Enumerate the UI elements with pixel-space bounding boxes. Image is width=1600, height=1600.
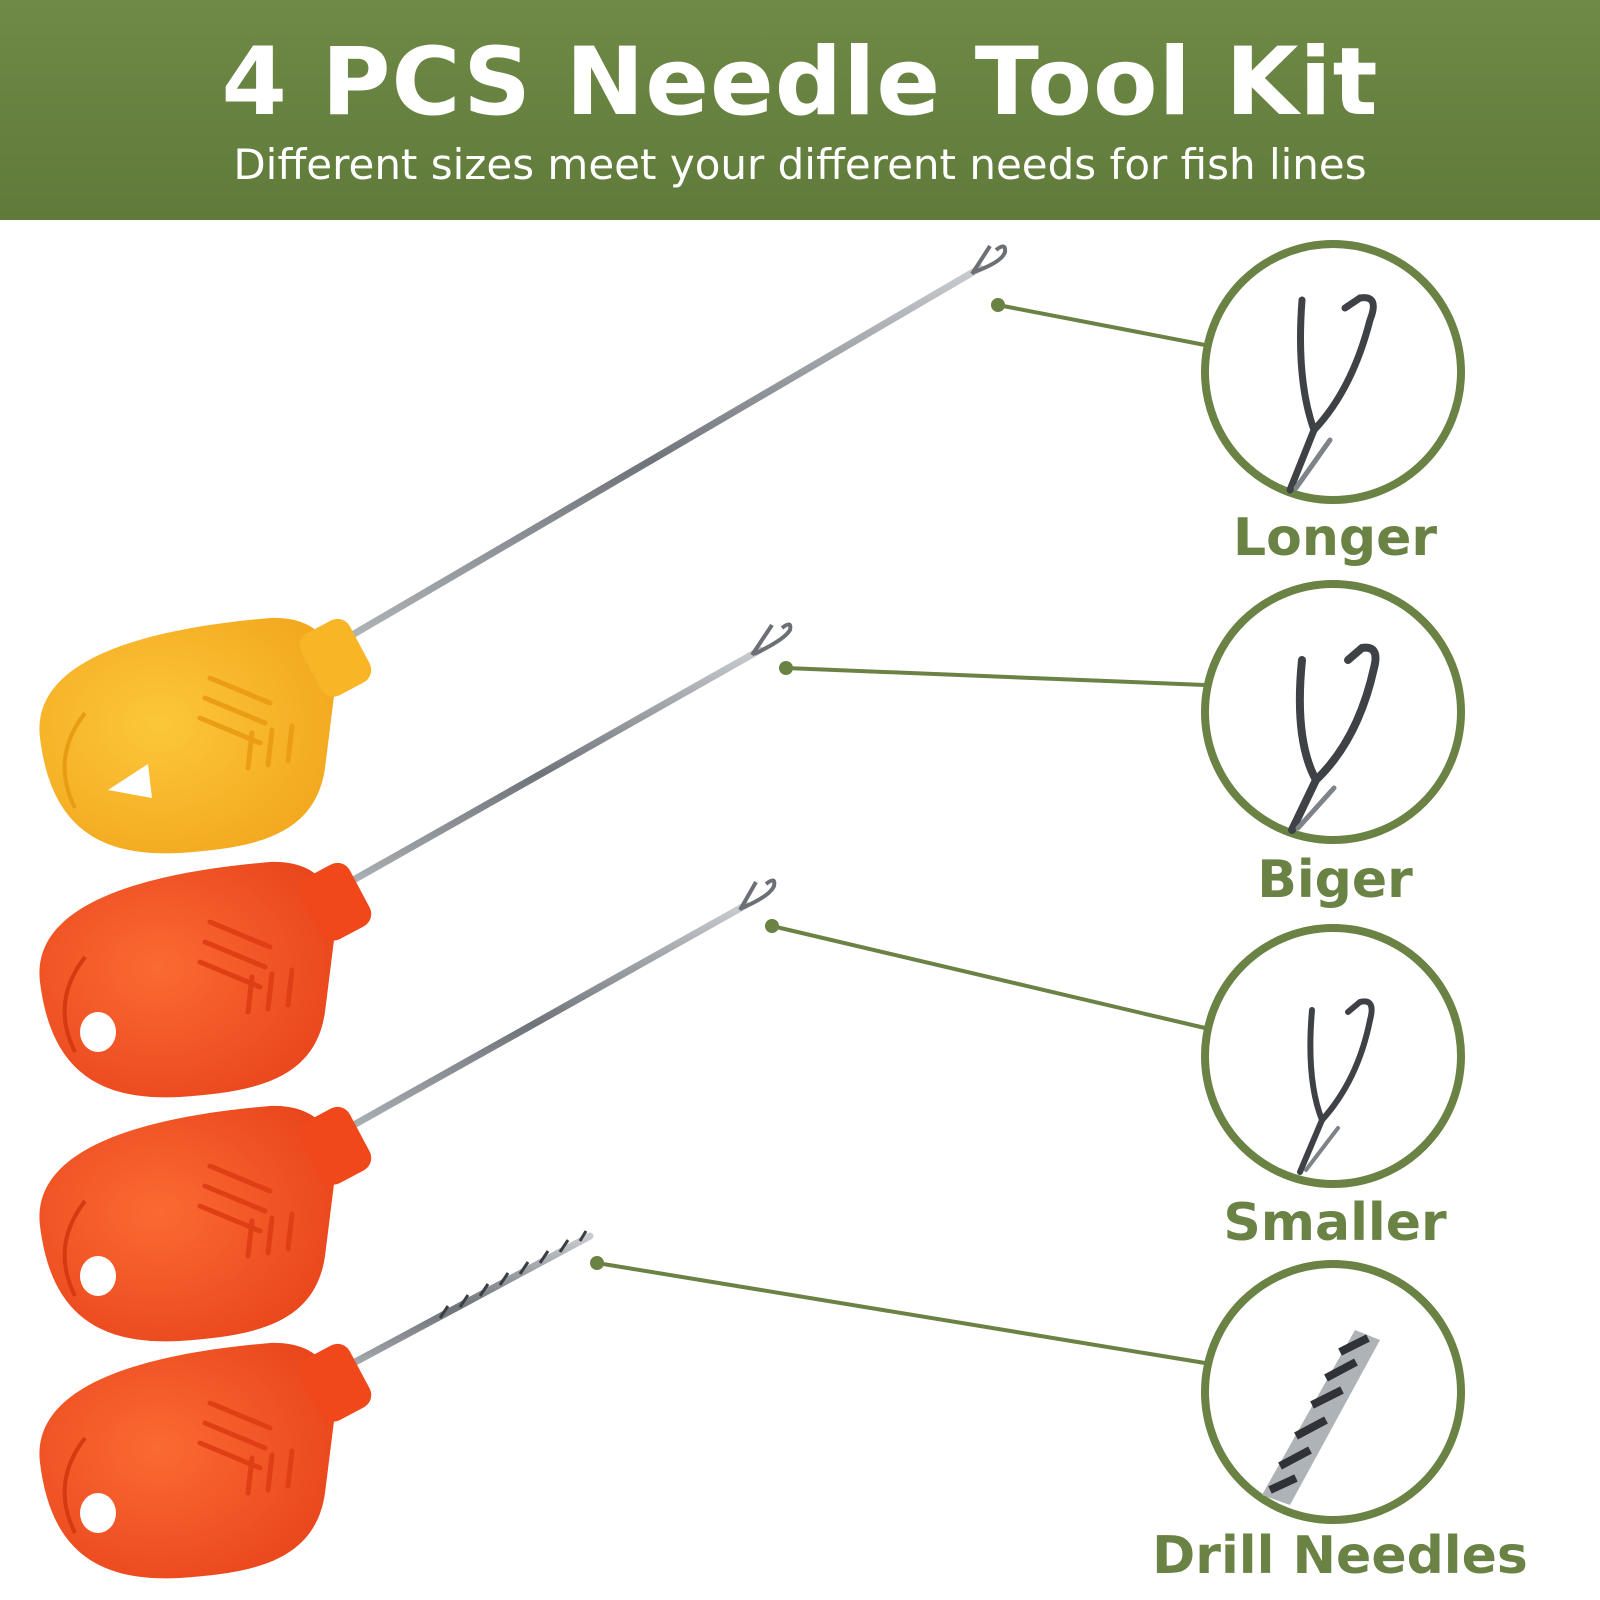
connector-line-smaller [771,924,1206,1030]
hook-needle-icon [1286,294,1377,494]
needle-tool-longer [39,244,1008,854]
connector-dot-smaller [765,919,779,933]
connector-line-longer [997,303,1206,347]
zoom-circle-smaller [1201,924,1465,1188]
label-longer: Longer [1232,508,1437,568]
hook-needle-icon [1297,998,1375,1175]
orange-handle-3 [39,1342,372,1579]
orange-handle-1 [39,861,372,1098]
zoom-circle-drill [1201,1260,1465,1524]
label-smaller: Smaller [1223,1193,1447,1253]
page-title: 4 PCS Needle Tool Kit [221,28,1379,137]
zoom-circle-biger [1201,580,1465,844]
page-subtitle: Different sizes meet your different need… [233,140,1367,189]
connector-dot-drill [590,1256,604,1270]
needle-tool-biger [39,622,793,1098]
needle-tool-smaller [39,878,777,1342]
label-biger: Biger [1257,850,1413,910]
connector-dot-longer [991,298,1005,312]
yellow-handle [39,617,372,854]
connector-dot-biger [779,661,793,675]
zoom-circle-longer [1201,240,1465,504]
label-drill-needles: Drill Needles [1152,1526,1528,1586]
connector-line-drill [596,1261,1206,1365]
header-banner: 4 PCS Needle Tool Kit Different sizes me… [0,0,1600,220]
connector-line-biger [785,666,1206,687]
drill-bit-icon [1262,1330,1380,1505]
hook-needle-icon [1288,643,1380,834]
drill-needle-tool [39,1230,594,1579]
orange-handle-2 [39,1105,372,1342]
